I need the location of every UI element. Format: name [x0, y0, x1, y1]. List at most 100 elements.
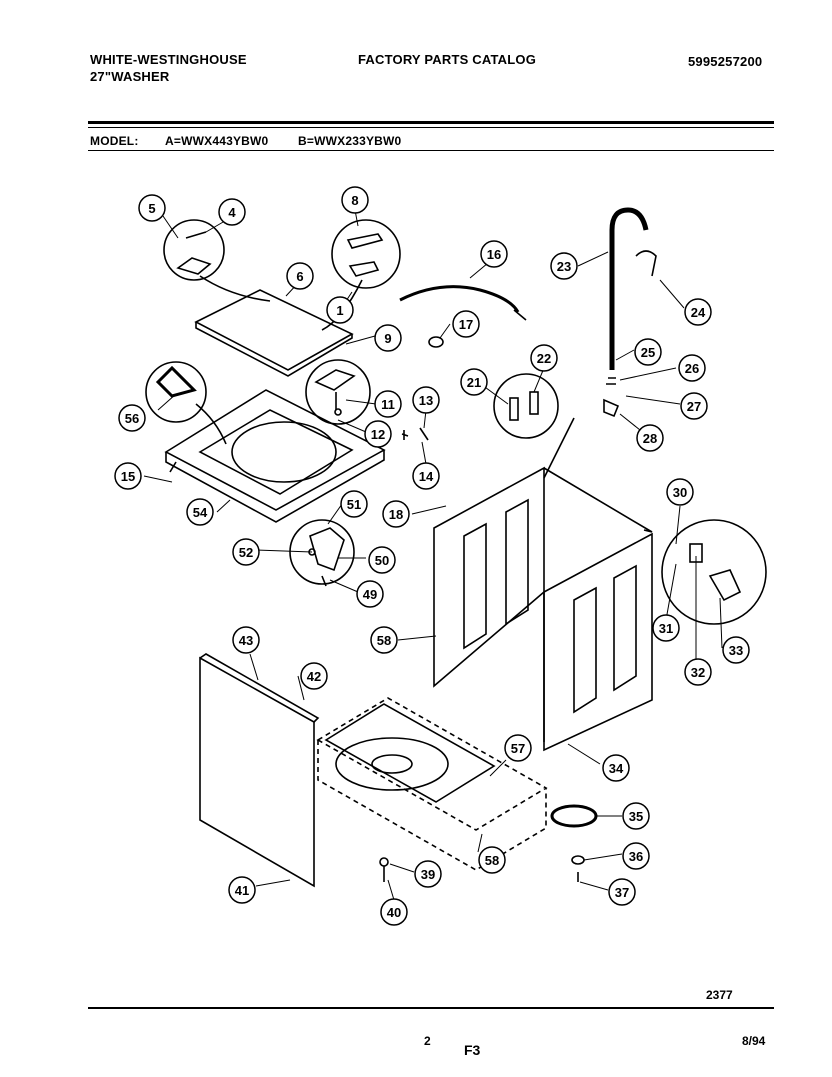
- svg-text:54: 54: [193, 505, 208, 520]
- callout-25: 25: [634, 338, 662, 366]
- page-number: 2: [424, 1034, 431, 1048]
- svg-text:6: 6: [296, 269, 303, 284]
- part-number: 5995257200: [688, 54, 763, 69]
- svg-text:26: 26: [685, 361, 699, 376]
- svg-text:5: 5: [148, 201, 155, 216]
- callout-41: 41: [228, 876, 256, 904]
- callout-37: 37: [608, 878, 636, 906]
- svg-text:9: 9: [384, 331, 391, 346]
- catalog-title: FACTORY PARTS CATALOG: [358, 52, 537, 67]
- model-rule: [88, 150, 774, 151]
- callout-58: 58: [478, 846, 506, 874]
- callout-54: 56: [118, 404, 146, 432]
- svg-text:16: 16: [487, 247, 501, 262]
- model-a: A=WWX443YBW0: [165, 134, 269, 148]
- callout-56: 57: [504, 734, 532, 762]
- callout-13: 13: [412, 386, 440, 414]
- svg-text:39: 39: [421, 867, 435, 882]
- callout-16: 16: [480, 240, 508, 268]
- callout-36: 36: [622, 842, 650, 870]
- callout-50: 50: [368, 546, 396, 574]
- callout-22: 22: [530, 344, 558, 372]
- callout-17: 17: [452, 310, 480, 338]
- callout-11: 11: [374, 390, 402, 418]
- callout-21: 21: [460, 368, 488, 396]
- callout-51: 51: [340, 490, 368, 518]
- callout-32: 32: [684, 658, 712, 686]
- callout-1: 1: [326, 296, 354, 324]
- detail-circle-bracket: [493, 373, 559, 439]
- svg-text:15: 15: [121, 469, 135, 484]
- model-label: MODEL:: [90, 134, 139, 148]
- callout-9: 9: [374, 324, 402, 352]
- svg-text:43: 43: [239, 633, 253, 648]
- callout-49: 49: [356, 580, 384, 608]
- callout-31: 31: [652, 614, 680, 642]
- svg-text:23: 23: [557, 259, 571, 274]
- svg-text:58: 58: [485, 853, 499, 868]
- section-code: F3: [464, 1042, 481, 1058]
- product-name: 27"WASHER: [90, 69, 170, 84]
- callout-12: 12: [364, 420, 392, 448]
- svg-text:11: 11: [381, 397, 395, 412]
- brand-name: WHITE-WESTINGHOUSE: [90, 52, 247, 67]
- callout-34: 34: [602, 754, 630, 782]
- svg-text:4: 4: [228, 205, 236, 220]
- callout-42: 42: [300, 662, 328, 690]
- svg-text:8: 8: [351, 193, 358, 208]
- callout-15: 15: [114, 462, 142, 490]
- base-dashed: [316, 697, 548, 831]
- svg-text:28: 28: [643, 431, 657, 446]
- detail-circle-lid-switch: [331, 219, 401, 289]
- callout-5: 5: [138, 194, 166, 222]
- svg-text:40: 40: [387, 905, 401, 920]
- svg-text:49: 49: [363, 587, 377, 602]
- svg-text:52: 52: [239, 545, 253, 560]
- model-b: B=WWX233YBW0: [298, 134, 402, 148]
- detail-circle-gasket: [145, 361, 207, 423]
- callout-8: 8: [341, 186, 369, 214]
- svg-text:34: 34: [609, 761, 624, 776]
- callout-43: 43: [232, 626, 260, 654]
- callout-14: 14: [412, 462, 440, 490]
- svg-text:13: 13: [419, 393, 433, 408]
- svg-text:32: 32: [691, 665, 705, 680]
- svg-text:24: 24: [691, 305, 706, 320]
- svg-text:21: 21: [467, 375, 481, 390]
- svg-text:1: 1: [336, 303, 343, 318]
- front-panel: [199, 656, 315, 888]
- header-rule-top: [88, 121, 774, 124]
- detail-circle-valve: [661, 519, 767, 625]
- svg-text:35: 35: [629, 809, 643, 824]
- header-rule-thin: [88, 127, 774, 128]
- svg-text:57: 57: [511, 741, 525, 756]
- svg-text:17: 17: [459, 317, 473, 332]
- callout-30: 30: [666, 478, 694, 506]
- callout-24: 24: [684, 298, 712, 326]
- svg-text:51: 51: [347, 497, 361, 512]
- svg-text:42: 42: [307, 669, 321, 684]
- callout-26: 26: [678, 354, 706, 382]
- detail-circle-switch: [305, 359, 371, 425]
- svg-text:22: 22: [537, 351, 551, 366]
- svg-text:25: 25: [641, 345, 655, 360]
- drain-hose: [609, 207, 649, 370]
- detail-circle-lid-hinge: [163, 219, 225, 281]
- svg-text:50: 50: [375, 553, 389, 568]
- callout-18: 18: [382, 500, 410, 528]
- callout-52: 52: [232, 538, 260, 566]
- svg-text:31: 31: [659, 621, 673, 636]
- svg-text:56: 56: [125, 411, 139, 426]
- svg-text:12: 12: [371, 427, 385, 442]
- detail-circle-hinge: [289, 519, 355, 585]
- svg-text:30: 30: [673, 485, 687, 500]
- svg-text:27: 27: [687, 399, 701, 414]
- callout-28: 28: [636, 424, 664, 452]
- svg-text:37: 37: [615, 885, 629, 900]
- tub-ring: [550, 804, 598, 828]
- callout-40: 40: [380, 898, 408, 926]
- drawing-number: 2377: [706, 988, 733, 1002]
- lid-panel: [194, 289, 354, 371]
- callout-53: 54: [186, 498, 214, 526]
